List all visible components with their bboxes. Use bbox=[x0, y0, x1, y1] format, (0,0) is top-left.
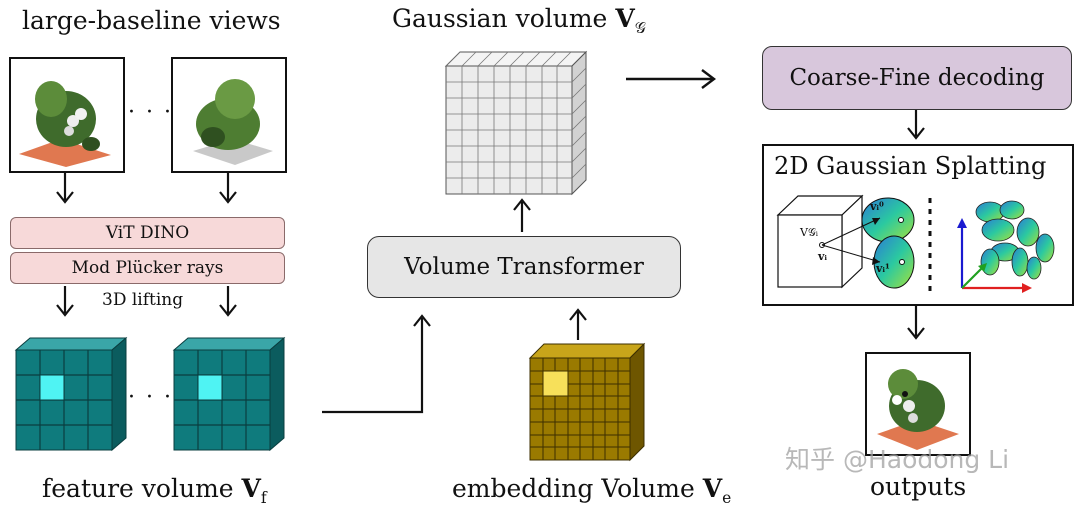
dog-figure-icon bbox=[877, 369, 959, 450]
output-image bbox=[865, 352, 971, 456]
feature-volume-text: feature volume bbox=[42, 474, 242, 503]
arrow-icon bbox=[907, 110, 925, 340]
lifting-label: 3D lifting bbox=[102, 290, 184, 310]
embedding-volume-subscript: e bbox=[722, 489, 732, 507]
views-ellipsis: · · · bbox=[128, 100, 173, 125]
arrow-icon bbox=[513, 198, 531, 232]
gaussian-volume-label: Gaussian volume V𝒢 bbox=[392, 4, 646, 38]
gaussian-volume-cube bbox=[444, 50, 588, 196]
arrow-icon bbox=[569, 308, 587, 340]
watermark: 知乎 @Haodong Li bbox=[785, 445, 1010, 474]
gaussian-volume-subscript: 𝒢 bbox=[634, 19, 646, 37]
embedding-volume-cube bbox=[528, 342, 646, 462]
feature-volume-symbol: V bbox=[241, 474, 261, 503]
embedding-volume-symbol: V bbox=[702, 474, 723, 503]
embedding-volume-text: embedding Volume bbox=[452, 474, 703, 503]
views-title: large-baseline views bbox=[22, 6, 281, 35]
vg-label: V𝒢ᵢ bbox=[800, 226, 818, 239]
arrow-icon bbox=[626, 69, 716, 89]
embedding-volume-label: embedding Volume Ve bbox=[452, 474, 731, 507]
feature-volume-label: feature volume Vf bbox=[42, 474, 267, 507]
feature-volume-cube-2 bbox=[172, 336, 286, 452]
arrow-icon bbox=[56, 172, 237, 317]
feature-volume-cube-1 bbox=[14, 336, 128, 452]
splatting-title: 2D Gaussian Splatting bbox=[774, 152, 1047, 180]
gaussian-volume-text: Gaussian volume bbox=[392, 4, 616, 33]
dog-figure-icon bbox=[19, 81, 111, 167]
plucker-rays-box: Mod Plücker rays bbox=[10, 252, 285, 284]
gaussian-volume-symbol: V bbox=[615, 4, 635, 33]
features-ellipsis: · · · bbox=[128, 385, 173, 410]
splatting-illustration bbox=[776, 194, 1055, 293]
vit-dino-box: ViT DINO bbox=[10, 217, 285, 249]
coarse-fine-decoding-box: Coarse-Fine decoding bbox=[762, 46, 1072, 110]
dog-figure-icon bbox=[193, 79, 273, 165]
arrow-icon bbox=[322, 314, 431, 414]
vi1-label: vᵢ¹ bbox=[876, 262, 890, 275]
input-view-image-1 bbox=[9, 57, 125, 173]
vi0-label: vᵢ⁰ bbox=[870, 200, 884, 213]
volume-transformer-box: Volume Transformer bbox=[367, 236, 681, 298]
outputs-label: outputs bbox=[870, 472, 967, 501]
vi-label: vᵢ bbox=[818, 250, 828, 263]
feature-volume-subscript: f bbox=[260, 489, 267, 507]
input-view-image-2 bbox=[171, 57, 287, 173]
